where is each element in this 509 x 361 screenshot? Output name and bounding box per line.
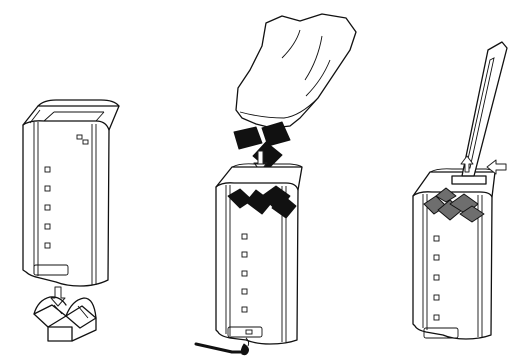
- step-1-panel: [23, 100, 119, 341]
- step-2-panel: [196, 14, 356, 355]
- step-3-panel: [413, 42, 507, 339]
- chimney-starter-1: [23, 100, 119, 286]
- grate-icon: [34, 297, 96, 341]
- lifting-handle-icon: [452, 42, 507, 184]
- charcoal-bag-icon: [236, 14, 356, 128]
- chimney-starter-3: [413, 169, 495, 339]
- chimney-starter-2: [216, 164, 302, 344]
- match-icon: [196, 338, 249, 355]
